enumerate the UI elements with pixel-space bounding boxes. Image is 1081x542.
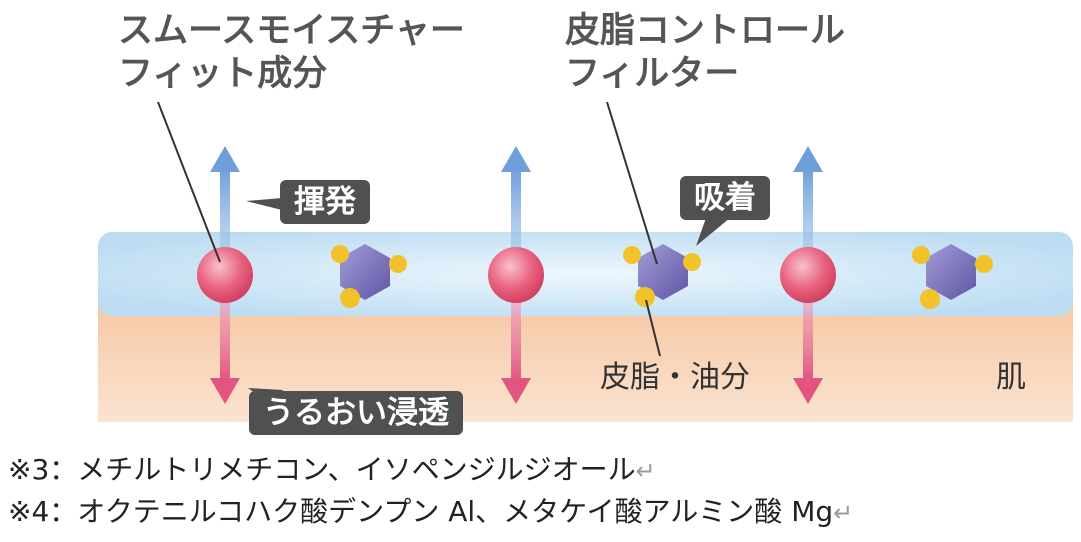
up-arrow bbox=[501, 146, 531, 260]
sebum-filter-line2: フィルター bbox=[565, 54, 740, 94]
footnote-4-text: ※4：オクテニルコハク酸デンプン Al、メタケイ酸アルミン酸 Mg bbox=[8, 495, 834, 528]
return-icon: ↵ bbox=[833, 499, 854, 527]
moisture-sphere bbox=[488, 247, 544, 303]
down-arrow bbox=[210, 296, 240, 404]
up-arrow bbox=[210, 146, 240, 260]
footnote-4: ※4：オクテニルコハク酸デンプン Al、メタケイ酸アルミン酸 Mg↵ bbox=[8, 494, 853, 531]
penetrate-tag: うるおい浸透 bbox=[249, 391, 463, 435]
adsorb-tag: 吸着 bbox=[680, 176, 770, 220]
sebum-filter-label: 皮脂コントロール フィルター bbox=[565, 10, 845, 96]
leader-line bbox=[645, 299, 661, 357]
up-arrow bbox=[793, 146, 823, 260]
down-arrow bbox=[501, 296, 531, 404]
return-icon: ↵ bbox=[635, 457, 656, 485]
sebum-oil-label: 皮脂・油分 bbox=[600, 360, 750, 395]
footnote-3: ※3：メチルトリメチコン、イソペンジルジオール↵ bbox=[8, 452, 656, 489]
tag-pointer bbox=[246, 198, 282, 210]
down-arrow bbox=[793, 296, 823, 404]
filter-molecule bbox=[912, 244, 993, 309]
volatilize-tag: 揮発 bbox=[280, 180, 370, 224]
leader-line bbox=[157, 101, 221, 263]
moisture-sphere bbox=[197, 247, 253, 303]
moisture-ingredient-line2: フィット成分 bbox=[118, 54, 328, 94]
moisture-ingredient-label: スムースモイスチャー フィット成分 bbox=[118, 10, 465, 96]
filter-molecule bbox=[331, 244, 407, 308]
moisture-ingredient-line1: スムースモイスチャー bbox=[118, 11, 465, 51]
tag-pointer bbox=[696, 218, 730, 246]
footnote-3-text: ※3：メチルトリメチコン、イソペンジルジオール bbox=[8, 453, 636, 486]
sebum-filter-line1: 皮脂コントロール bbox=[565, 11, 846, 51]
leader-line bbox=[606, 101, 658, 265]
moisture-sphere bbox=[780, 247, 836, 303]
skin-label: 肌 bbox=[996, 360, 1026, 395]
filter-molecule bbox=[623, 244, 701, 307]
